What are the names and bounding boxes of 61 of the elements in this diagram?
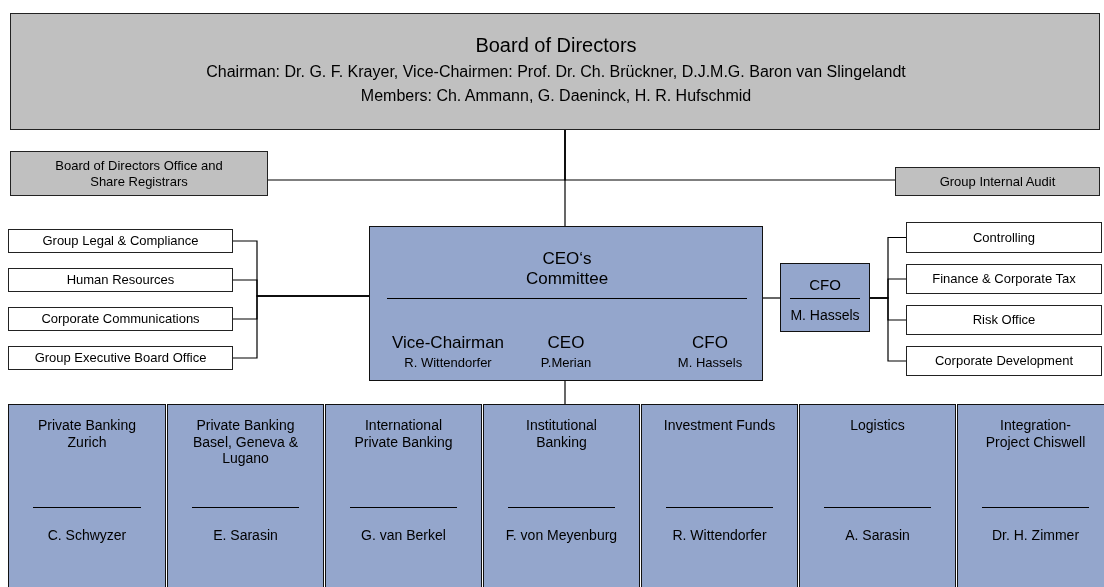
department-name: Corporate Communications — [40, 311, 201, 327]
division-box — [641, 404, 798, 587]
board-box — [10, 13, 1100, 130]
division-box — [483, 404, 640, 587]
committee-box — [369, 226, 763, 381]
division-box — [799, 404, 956, 587]
person-name: E. Sarasin — [212, 527, 279, 544]
division-box — [325, 404, 482, 587]
department-name: Group Executive Board Office — [33, 350, 208, 366]
role-title: CFO — [691, 333, 729, 354]
box-title: CEO‘s Committee — [524, 249, 610, 290]
department-box — [8, 229, 233, 253]
box-title: Board of Directors — [474, 34, 638, 58]
division-name: Integration-Project Chiswell — [984, 417, 1087, 451]
division-box — [167, 404, 324, 587]
person-name: R. Wittendorfer — [671, 527, 768, 544]
member-list: Members: Ch. Ammann, G. Daeninck, H. R. Hufschmid — [11, 87, 1101, 106]
person-name: A. Sarasin — [844, 527, 911, 544]
officer-box — [780, 263, 870, 332]
department-box — [10, 151, 268, 196]
connector-line — [869, 297, 907, 362]
connector-line — [762, 297, 781, 299]
division-box — [8, 404, 166, 587]
division-name: Private Banking Zurich — [36, 417, 138, 451]
department-box — [906, 222, 1102, 253]
department-box — [8, 346, 233, 370]
connector-line — [564, 380, 566, 405]
division-box — [957, 404, 1104, 587]
person-name: Dr. H. Zimmer — [990, 527, 1081, 544]
division-name: International Private Banking — [353, 417, 454, 451]
role-title: Vice-Chairman — [390, 333, 506, 354]
connector-line — [232, 295, 370, 359]
department-name: Board of Directors Office and Share Registrars — [54, 158, 224, 189]
department-name: Controlling — [971, 229, 1037, 246]
person-name: G. van Berkel — [360, 527, 447, 544]
member-list: Chairman: Dr. G. F. Krayer, Vice-Chairmen: Prof. Dr. Ch. Brückner, D.J.M.G. Baron van Slingelandt — [11, 63, 1101, 82]
division-name: Institutional Banking — [525, 417, 598, 451]
role-title: CFO — [808, 276, 842, 294]
person-name: P.Merian — [539, 355, 593, 371]
department-name: Risk Office — [971, 312, 1037, 328]
person-name: C. Schwyzer — [46, 527, 128, 544]
division-name: Logistics — [849, 417, 906, 434]
person-name: M. Hassels — [789, 307, 861, 324]
department-name: Group Legal & Compliance — [41, 233, 200, 249]
department-box — [895, 167, 1100, 196]
division-name: Investment Funds — [662, 417, 777, 434]
department-box — [8, 307, 233, 331]
department-box — [906, 305, 1102, 335]
department-box — [906, 346, 1102, 376]
department-box — [8, 268, 233, 292]
person-name: F. von Meyenburg — [504, 527, 619, 544]
department-name: Group Internal Audit — [938, 173, 1057, 190]
connector-line — [564, 129, 896, 181]
role-title: CEO — [546, 333, 586, 354]
person-name: R. Wittendorfer — [403, 355, 493, 371]
person-name: M. Hassels — [676, 355, 744, 371]
department-name: Finance & Corporate Tax — [931, 271, 1077, 287]
department-name: Human Resources — [65, 272, 176, 288]
department-box — [906, 264, 1102, 294]
department-name: Corporate Development — [934, 353, 1074, 369]
division-name: Private Banking Basel, Geneva & Lugano — [191, 417, 300, 467]
